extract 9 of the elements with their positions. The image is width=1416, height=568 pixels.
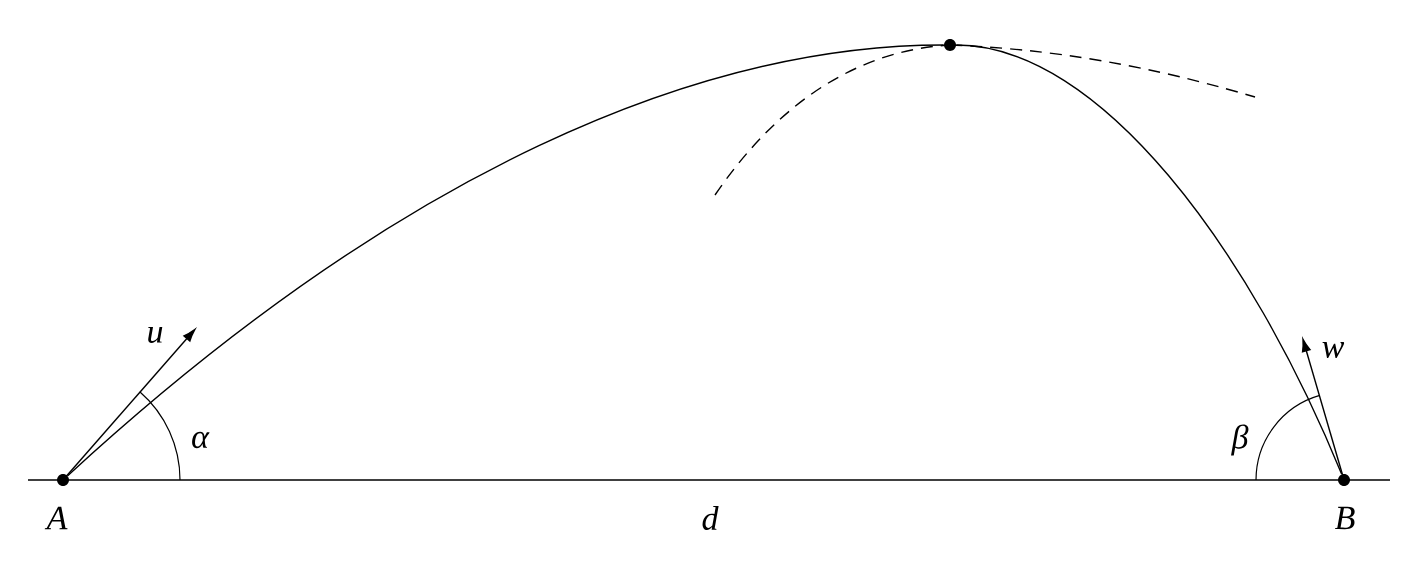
angle-label: α: [192, 431, 210, 449]
trajectory-curve: [67, 44, 945, 477]
vector-label: w: [1322, 342, 1345, 358]
point-label: B: [1334, 506, 1355, 530]
vector-label: u: [148, 327, 163, 343]
point-label: A: [44, 506, 68, 530]
angle-label: β: [1231, 424, 1249, 456]
distance-label: d: [702, 506, 719, 530]
trajectory-curve: [955, 44, 1343, 475]
